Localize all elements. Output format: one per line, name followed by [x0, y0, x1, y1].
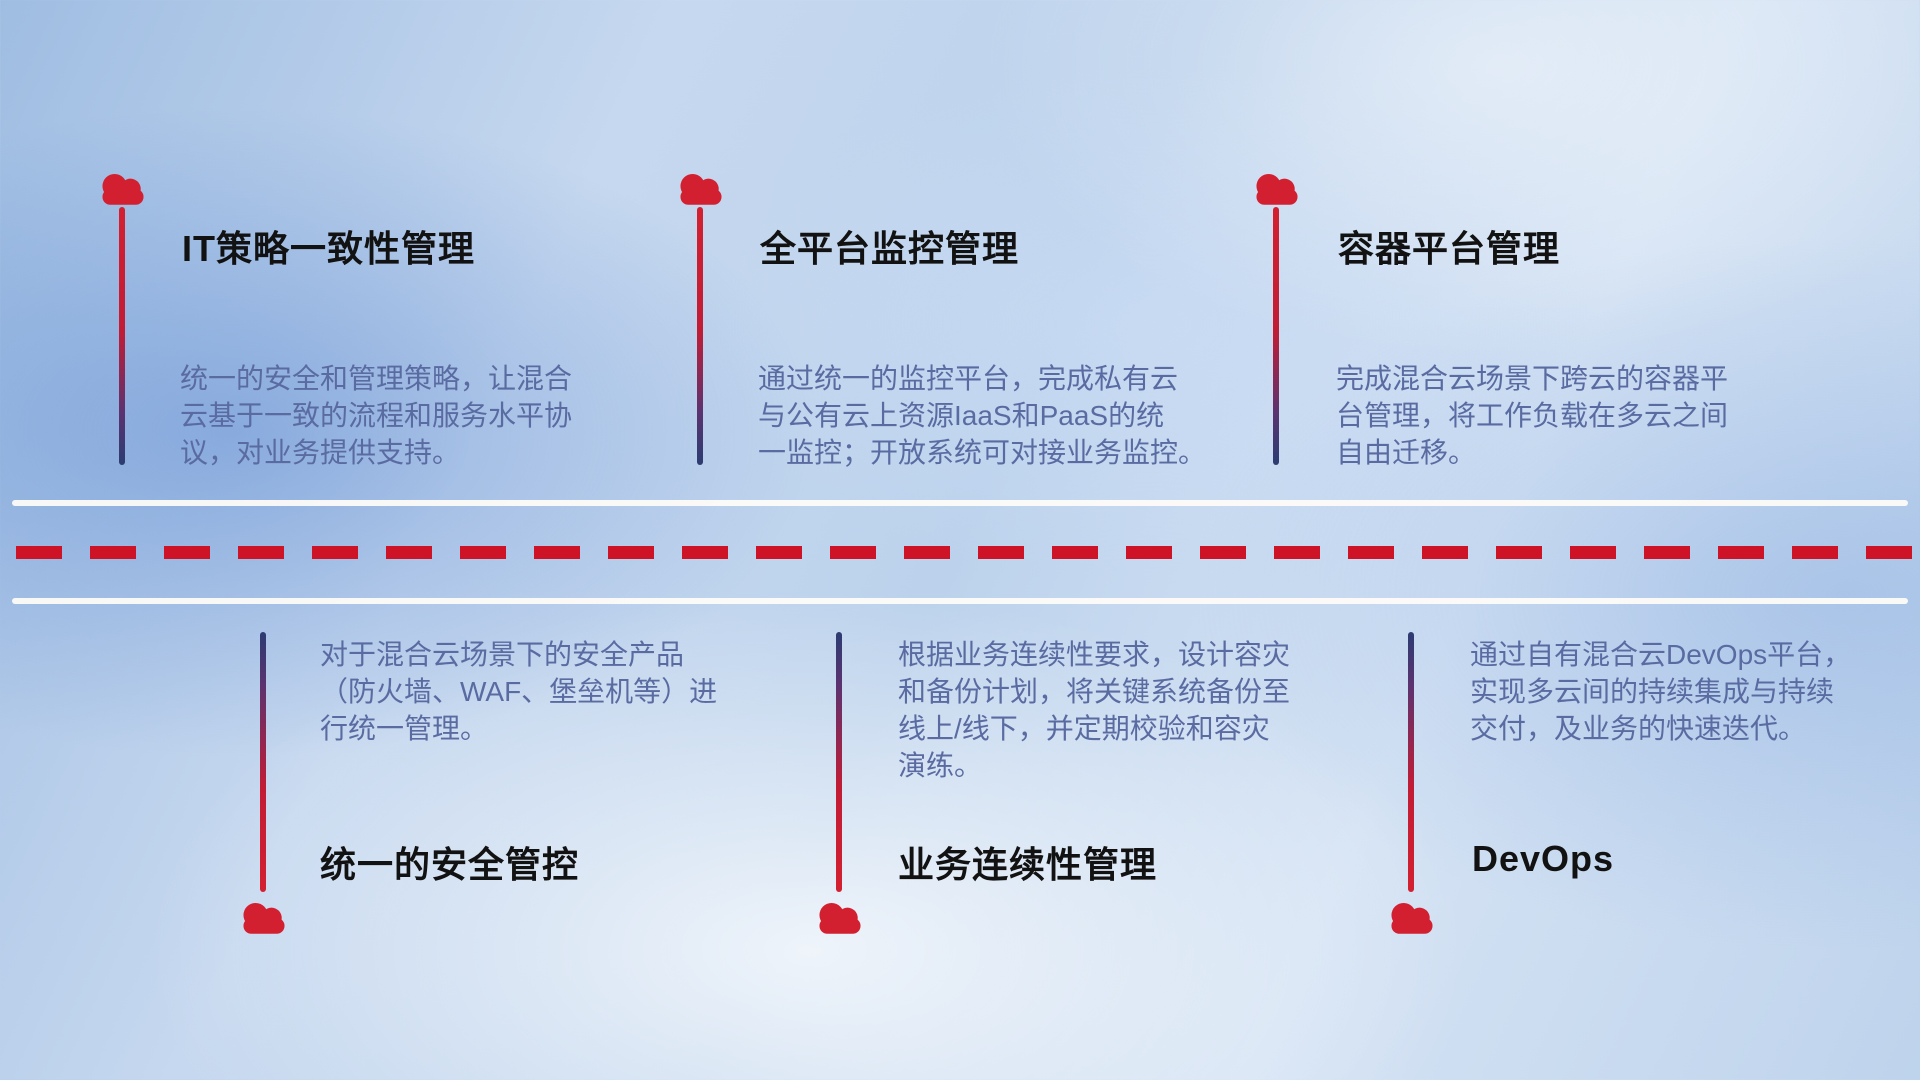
cloud-icon	[95, 168, 151, 208]
item-description: 根据业务连续性要求，设计容灾 和备份计划，将关键系统备份至 线上/线下，并定期校…	[898, 639, 1291, 781]
item-description: 对于混合云场景下的安全产品 （防火墙、WAF、堡垒机等）进 行统一管理。	[320, 639, 718, 744]
road-line-bottom	[12, 598, 1908, 604]
cloud-icon	[1249, 168, 1305, 208]
timeline-stem	[260, 632, 266, 892]
cloud-icon	[812, 897, 868, 937]
road-dashed-centerline	[16, 546, 1920, 559]
item-description: 完成混合云场景下跨云的容器平 台管理，将工作负载在多云之间 自由迁移。	[1336, 363, 1729, 468]
item-title: 业务连续性管理	[898, 844, 1158, 885]
item-title: 容器平台管理	[1338, 228, 1561, 269]
timeline-stem	[1408, 632, 1414, 892]
timeline-stem	[119, 207, 125, 465]
road-line-top	[12, 500, 1908, 506]
item-description: 通过自有混合云DevOps平台， 实现多云间的持续集成与持续 交付，及业务的快速…	[1470, 639, 1852, 744]
item-title: 统一的安全管控	[320, 844, 580, 885]
item-title: DevOps	[1472, 838, 1615, 879]
timeline-stem	[697, 207, 703, 465]
item-title: 全平台监控管理	[760, 228, 1020, 269]
item-title: IT策略一致性管理	[182, 228, 475, 269]
item-description: 通过统一的监控平台，完成私有云 与公有云上资源IaaS和PaaS的统 一监控；开…	[758, 363, 1207, 468]
timeline-stem	[1273, 207, 1279, 465]
item-description: 统一的安全和管理策略，让混合 云基于一致的流程和服务水平协 议，对业务提供支持。	[180, 363, 573, 468]
timeline-stem	[836, 632, 842, 892]
cloud-icon	[236, 897, 292, 937]
cloud-icon	[1384, 897, 1440, 937]
cloud-icon	[673, 168, 729, 208]
